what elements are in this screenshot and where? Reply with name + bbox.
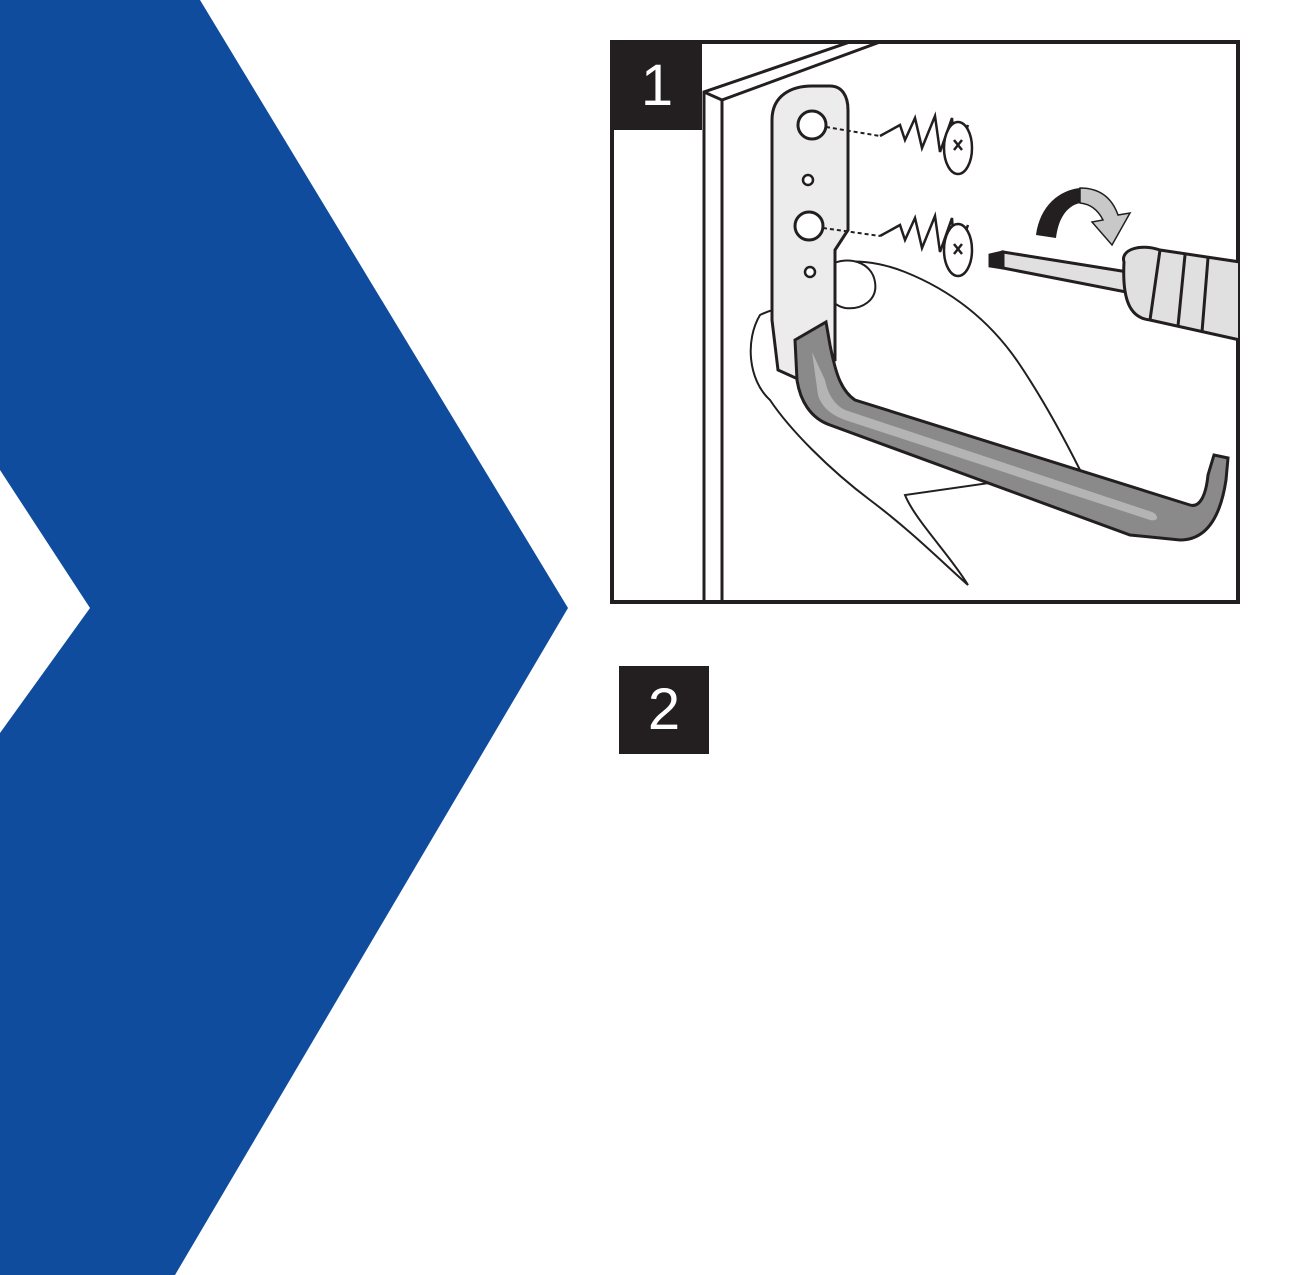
rotation-arrow-dark — [1036, 188, 1080, 238]
step-2-number-badge: 2 — [619, 666, 709, 754]
screwdriver — [988, 245, 1238, 342]
wall-panel — [702, 42, 881, 600]
rotation-arrow-light — [1079, 187, 1132, 247]
step-1-number-badge: 1 — [612, 42, 702, 130]
wall-anchor-top — [879, 111, 974, 176]
hook-highlight — [812, 352, 1157, 521]
screw-guide-lines — [822, 126, 881, 237]
step-1-panel — [610, 40, 1240, 604]
bracket-hole-small-2 — [803, 265, 817, 279]
wall-anchor-bottom — [879, 211, 974, 278]
bracket-hole-middle — [793, 210, 825, 242]
hook-arm — [793, 319, 1230, 542]
bracket-hole-small-1 — [801, 173, 815, 187]
blue-chevron-shape — [0, 0, 568, 1275]
bracket-hole-top — [796, 109, 828, 141]
